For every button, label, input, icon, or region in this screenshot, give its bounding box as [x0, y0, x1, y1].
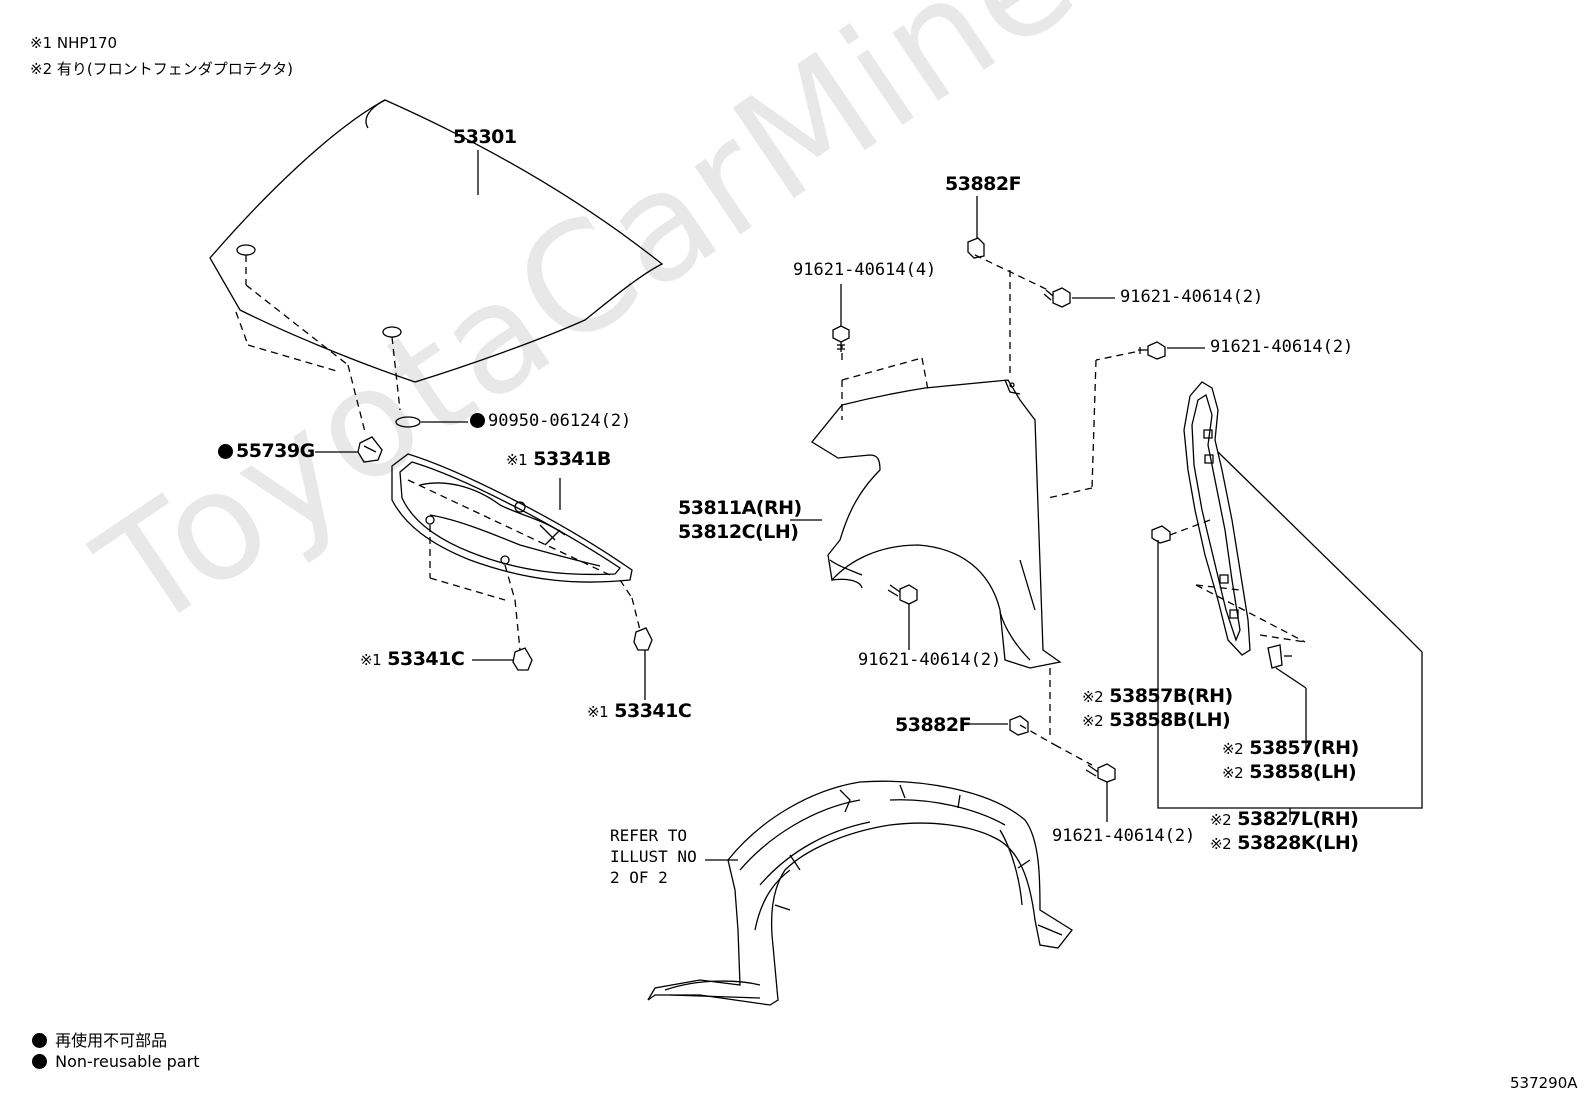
hood-panel — [210, 100, 662, 382]
label-nut-bottom: 53882F — [895, 714, 972, 736]
label-fender-lh: 53812C(LH) — [678, 521, 799, 543]
hood-insulator — [392, 454, 632, 582]
cushion-55739g — [358, 437, 382, 462]
fender-liner — [648, 781, 1072, 1005]
legend-ja: 再使用不可部品 — [32, 1027, 167, 1051]
clip-bracket — [1152, 526, 1170, 543]
label-bolt-top-right: 91621-40614(2) — [1120, 287, 1264, 307]
label-clip-left: ※1 53341C — [360, 648, 465, 670]
bolt-right — [1138, 342, 1165, 359]
label-bolt-fender-bottom: 91621-40614(2) — [858, 650, 1002, 670]
non-reusable-dot-icon — [32, 1054, 47, 1069]
front-fender — [790, 380, 1060, 668]
bolt-top-right — [1044, 288, 1070, 307]
clip-53341c-left — [513, 648, 532, 670]
label-protector-rh: ※2 53857(RH) — [1222, 737, 1359, 759]
legend-en: Non-reusable part — [32, 1052, 199, 1071]
label-seal-rh: ※2 53857B(RH) — [1082, 685, 1233, 707]
nut-53882f-top — [968, 238, 984, 258]
label-clip-right: ※1 53341C — [587, 700, 692, 722]
non-reusable-dot-icon — [218, 444, 233, 459]
label-nut-top: 53882F — [945, 173, 1022, 195]
clip-53341c-right — [634, 628, 652, 650]
label-seal-lh: ※2 53858B(LH) — [1082, 709, 1231, 731]
label-bolt-bottom: 91621-40614(2) — [1052, 826, 1196, 846]
label-cushion: 55739G — [218, 440, 315, 462]
fender-bracket — [1184, 382, 1398, 655]
figure-id: 537290A — [1510, 1074, 1578, 1092]
reference-note: REFER TO ILLUST NO 2 OF 2 — [610, 826, 697, 887]
protector-piece — [1268, 645, 1292, 668]
label-hood-plug: 90950-06124(2) — [470, 411, 631, 431]
label-insulator: ※1 53341B — [506, 448, 611, 470]
bolt-top-left — [833, 326, 849, 352]
label-bracket-lh: ※2 53828K(LH) — [1210, 832, 1359, 854]
non-reusable-dot-icon — [32, 1033, 47, 1048]
non-reusable-dot-icon — [470, 413, 485, 428]
label-hood: 53301 — [453, 126, 517, 148]
note-2: ※2 有り(フロントフェンダプロテクタ) — [30, 60, 293, 78]
bolt-fender-bottom — [888, 585, 917, 604]
label-bracket-rh: ※2 53827L(RH) — [1210, 808, 1359, 830]
label-bolt-top-left: 91621-40614(4) — [793, 260, 937, 280]
note-1: ※1 NHP170 — [30, 34, 118, 52]
label-bolt-right: 91621-40614(2) — [1210, 337, 1354, 357]
label-protector-lh: ※2 53858(LH) — [1222, 761, 1357, 783]
hood-plug — [396, 417, 420, 427]
label-fender-rh: 53811A(RH) — [678, 497, 802, 519]
nut-53882f-bottom — [1010, 716, 1028, 735]
bolt-bottom — [1086, 764, 1115, 782]
